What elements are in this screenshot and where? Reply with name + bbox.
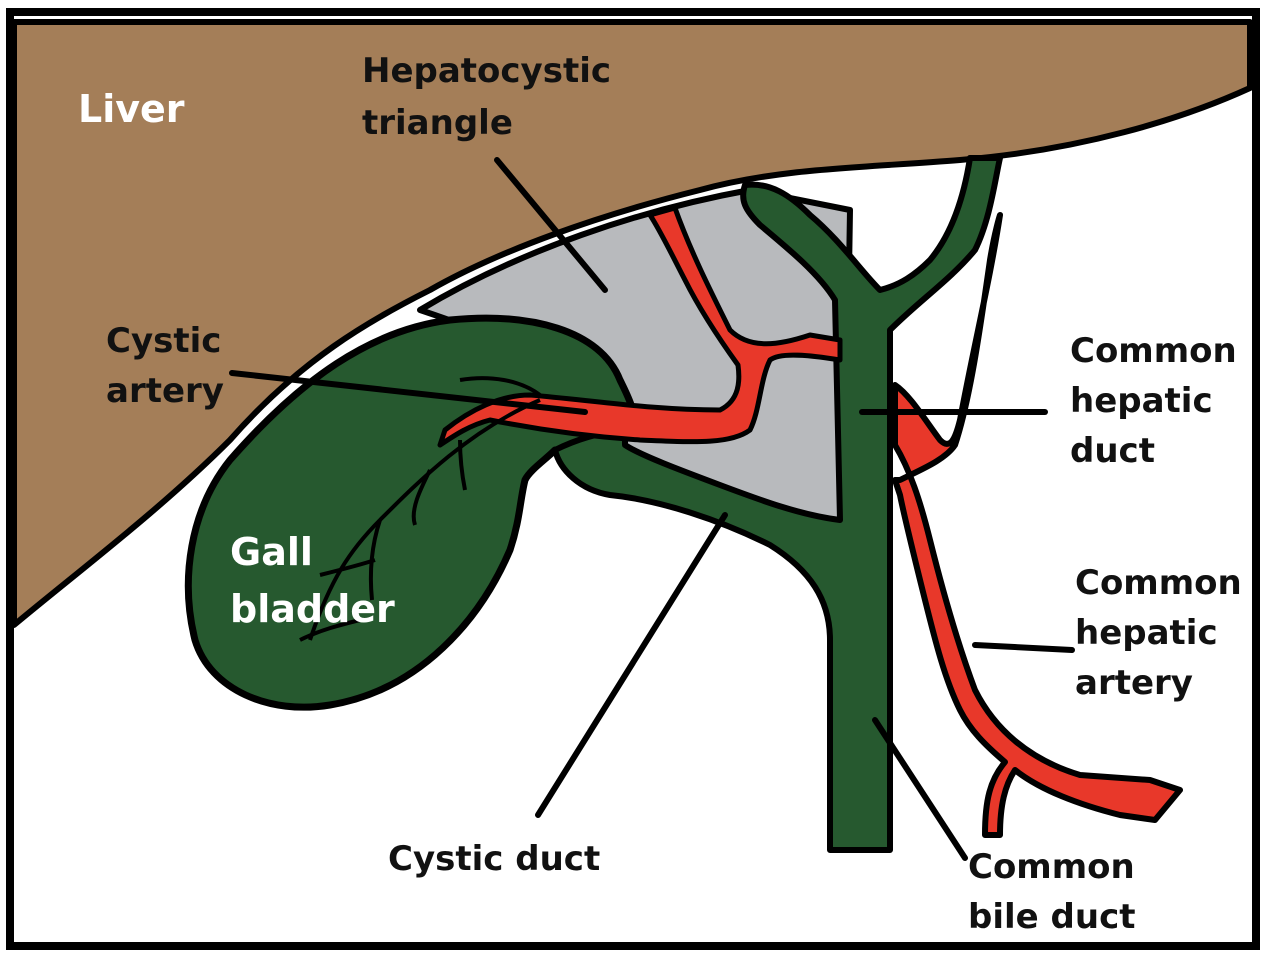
leader-common-bile-duct <box>872 717 968 861</box>
label-hepatocystic-line2: triangle <box>362 103 513 143</box>
common-hepatic-artery <box>892 212 1183 838</box>
cystic-artery-branches <box>299 376 542 642</box>
label-common-hepatic-duct-line1: Common <box>1070 331 1237 371</box>
leader-hepatocystic-triangle <box>494 157 608 293</box>
label-common-bile-duct-line1: Common <box>968 847 1135 887</box>
label-common-hepatic-artery-line2: hepatic <box>1075 613 1218 653</box>
bile-duct-system <box>552 155 1003 853</box>
label-cystic-duct: Cystic duct <box>388 839 600 879</box>
label-common-bile-duct-line2: bile duct <box>968 897 1136 937</box>
label-cystic-artery-line1: Cystic <box>106 321 221 361</box>
label-cystic-artery-line2: artery <box>106 371 224 411</box>
leader-cystic-duct <box>535 512 728 818</box>
label-liver: Liver <box>78 87 185 131</box>
label-gall-bladder-line2: bladder <box>230 587 395 631</box>
label-common-hepatic-artery-line1: Common <box>1075 563 1242 603</box>
leader-lines <box>229 157 1075 861</box>
liver-shape <box>11 19 1253 628</box>
label-common-hepatic-duct-line2: hepatic <box>1070 381 1213 421</box>
label-hepatocystic-line1: Hepatocystic <box>362 51 611 91</box>
leader-common-hepatic-artery <box>972 642 1075 653</box>
label-gall-bladder-line1: Gall <box>230 530 313 574</box>
label-common-hepatic-duct-line3: duct <box>1070 431 1155 471</box>
cystic-artery <box>437 205 843 448</box>
leader-cystic-artery <box>229 370 588 415</box>
label-common-hepatic-artery-line3: artery <box>1075 663 1193 703</box>
